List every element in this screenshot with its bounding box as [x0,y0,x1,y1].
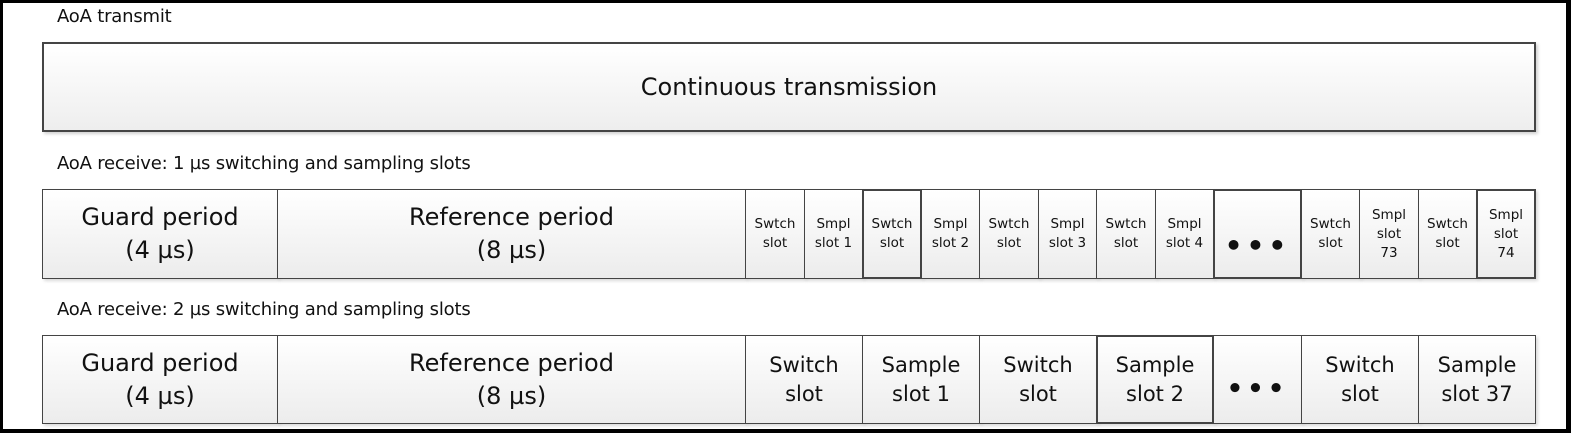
slot-line: slot [1341,381,1379,406]
slot-cell: Smpl slot 73 [1359,189,1419,279]
slot-cell: Swtch slot [1096,189,1156,279]
receive-2us-row: Guard period (4 µs) Reference period (8 µs… [42,335,1536,424]
slot-cell: Swtch slot [1418,189,1477,279]
slot-line: slot 37 [1441,381,1513,406]
receive-2us-label: AoA receive: 2 µs switching and sampling… [57,299,471,320]
slot-line: slot [1318,235,1343,251]
reference-period-cell: Reference period (8 µs) [277,189,746,279]
slot-cell: Sample slot 1 [862,335,980,424]
slot-line: slot 2 [931,235,970,251]
slot-line: Sample [1115,352,1195,377]
slot-line: 74 [1497,244,1515,261]
guard-period-duration: (4 µs) [125,381,195,410]
slot-line: Swtch [988,216,1030,232]
slot-line: Swtch [871,216,913,232]
continuous-transmission-text: Continuous transmission [640,73,938,101]
slot-cell: Smpl slot 3 [1038,189,1097,279]
slot-cell: Smpl slot 1 [804,189,863,279]
slot-line: Swtch [754,216,796,232]
slot-line: slot 4 [1165,235,1204,251]
slot-cell: Swtch slot [745,189,805,279]
reference-period-duration: (8 µs) [476,236,547,264]
slot-line: 73 [1380,244,1398,261]
slot-line: Smpl [933,216,968,232]
slot-line: slot 3 [1048,235,1087,251]
slot-cell: Swtch slot [979,189,1039,279]
slot-line: Smpl [1050,216,1085,232]
guard-period-title: Guard period [81,203,239,231]
slot-cell: Smpl slot 4 [1155,189,1214,279]
receive-1us-row: Guard period (4 µs) Reference period (8 µs… [42,189,1536,279]
slot-line: Smpl [816,216,851,232]
slot-cell: Sample slot 2 [1096,335,1214,424]
slot-line: Swtch [1105,216,1147,232]
slot-cell: Switch slot [979,335,1097,424]
slot-line: Switch [769,352,839,377]
slot-line: Smpl [1371,206,1407,223]
slot-line: Switch [1325,352,1395,377]
slot-line: Swtch [1427,216,1468,232]
slot-line: Switch [1003,352,1073,377]
reference-period-title: Reference period [409,203,614,231]
slot-line: slot [785,381,823,406]
slot-cell: Switch slot [1301,335,1419,424]
slot-line: Sample [1437,352,1517,377]
slot-line: Sample [881,352,961,377]
continuous-transmission-box: Continuous transmission [42,42,1536,132]
slot-line: slot [1435,235,1460,251]
ellipsis-cell: ••• [1213,335,1302,424]
slot-cell: Sample slot 37 [1418,335,1536,424]
guard-period-duration: (4 µs) [125,236,195,264]
ellipsis-cell: ••• [1213,189,1302,279]
slot-line: slot 1 [892,381,950,406]
slot-line: slot [762,235,788,251]
slot-line: Swtch [1310,216,1351,232]
slot-cell: Switch slot [745,335,863,424]
slot-line: slot [879,235,905,251]
slot-line: slot [1493,225,1519,242]
reference-period-title: Reference period [409,348,614,377]
slot-cell: Smpl slot 2 [921,189,980,279]
ellipsis-icon: ••• [1224,228,1291,262]
reference-period-cell: Reference period (8 µs) [277,335,746,424]
slot-line: Smpl [1167,216,1202,232]
guard-period-title: Guard period [81,348,239,377]
slot-line: slot 2 [1126,381,1184,406]
slot-cell: Smpl slot 74 [1476,189,1536,279]
ellipsis-icon: ••• [1226,373,1289,404]
slot-line: slot [1113,235,1139,251]
guard-period-cell: Guard period (4 µs) [42,189,278,279]
slot-cell: Swtch slot [1301,189,1360,279]
slot-cell: Swtch slot [862,189,922,279]
slot-line: Smpl [1488,206,1524,223]
slot-line: slot [1376,225,1402,242]
receive-1us-label: AoA receive: 1 µs switching and sampling… [57,153,471,174]
slot-line: slot [996,235,1022,251]
guard-period-cell: Guard period (4 µs) [42,335,278,424]
reference-period-duration: (8 µs) [476,381,547,410]
slot-line: slot [1019,381,1057,406]
transmit-label: AoA transmit [57,6,172,27]
slot-line: slot 1 [814,235,853,251]
